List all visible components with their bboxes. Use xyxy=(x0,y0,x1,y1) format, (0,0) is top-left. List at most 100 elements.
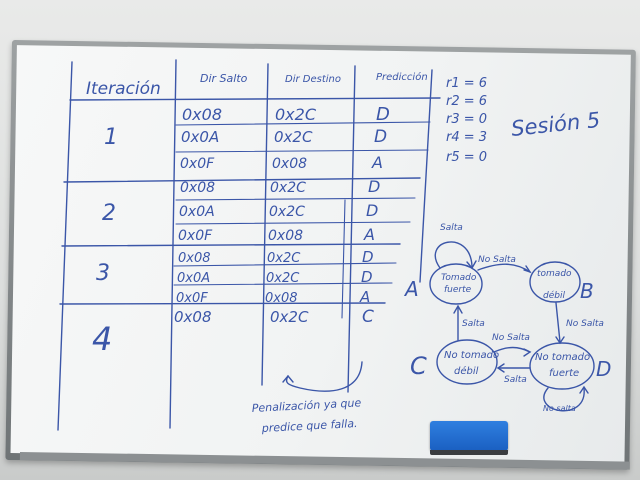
dir-salto-cell: 0x08 xyxy=(174,308,212,326)
dir-salto-cell: 0x0F xyxy=(178,228,213,244)
dir-salto-cell: 0x0A xyxy=(181,128,219,146)
group-line xyxy=(63,177,421,183)
dir-salto-cell: 0x08 xyxy=(180,180,215,196)
row-line xyxy=(175,221,411,225)
iteration-4: 4 xyxy=(92,320,112,358)
prediccion-cell: D xyxy=(366,201,378,220)
loop-d-arrow xyxy=(543,387,585,412)
register-r4: r4 = 3 xyxy=(446,130,487,145)
dir-destino-cell: 0x2C xyxy=(267,251,301,266)
state-a-circle xyxy=(429,263,483,305)
dir-salto-cell: 0x0F xyxy=(176,291,208,306)
iteration-3: 3 xyxy=(96,261,110,286)
group-line xyxy=(61,243,401,247)
prediccion-cell: C xyxy=(362,307,374,327)
state-a-line2: fuerte xyxy=(444,285,472,295)
prediccion-cell: D xyxy=(362,248,374,266)
label-no-salta-bd: No Salta xyxy=(566,319,604,329)
iteration-numbers: 1 2 3 4 xyxy=(92,125,118,358)
state-a-line1: Tomado xyxy=(441,273,477,283)
row-line xyxy=(173,262,397,267)
dir-destino-cell: 0x2C xyxy=(270,308,309,326)
penalty-note: Penalización ya que predice que falla. xyxy=(251,361,363,435)
state-b-line1: tomado xyxy=(537,269,572,279)
label-no-salta-ab: No Salta xyxy=(478,255,516,265)
register-r5: r5 = 0 xyxy=(446,150,487,165)
dir-destino-cell: 0x08 xyxy=(272,156,307,172)
register-r3: r3 = 0 xyxy=(446,112,487,127)
loop-d-arrowhead xyxy=(579,385,589,394)
prediccion-cell: D xyxy=(374,127,387,147)
registers: r1 = 6 r2 = 6 r3 = 0 r4 = 3 r5 = 0 xyxy=(446,76,487,165)
label-no-salta-cd: No Salta xyxy=(492,333,530,343)
dir-salto-cell: 0x08 xyxy=(178,251,211,266)
header-underline xyxy=(69,97,441,101)
label-salta-ca: Salta xyxy=(462,319,485,329)
col-divider-1 xyxy=(169,59,177,429)
iteration-1: 1 xyxy=(104,125,118,150)
arrowhead-c-d xyxy=(523,348,532,357)
register-r2: r2 = 6 xyxy=(446,94,487,109)
state-c-letter: C xyxy=(410,352,427,380)
state-b-circle xyxy=(529,261,581,303)
state-c-circle xyxy=(436,339,498,385)
label-salta-top: Salta xyxy=(440,223,463,233)
row-line xyxy=(175,197,416,201)
dir-salto-cell: 0x08 xyxy=(182,105,222,124)
dir-destino-cell: 0x08 xyxy=(268,228,303,244)
row-line xyxy=(173,282,393,286)
col-divider-2 xyxy=(261,63,269,386)
prediccion-cell: A xyxy=(371,153,383,172)
iteration-2: 2 xyxy=(102,201,116,226)
prediccion-cell: D xyxy=(368,177,380,196)
register-r1: r1 = 6 xyxy=(446,76,487,91)
dir-destino-cell: 0x2C xyxy=(266,271,300,286)
col-divider-3 xyxy=(347,65,356,393)
dir-salto-cell: 0x0A xyxy=(179,204,215,220)
table-headers: Iteración Dir Salto Dir Destino Predicci… xyxy=(86,71,428,99)
eraser xyxy=(430,421,508,455)
dir-salto-cell: 0x0F xyxy=(180,156,215,172)
header-dir-salto: Dir Salto xyxy=(200,72,248,85)
loop-a-arrowhead xyxy=(466,260,477,270)
state-d-circle xyxy=(529,342,595,390)
prediccion-cell: D xyxy=(376,104,390,125)
dir-destino-cell: 0x2C xyxy=(274,128,313,146)
arrow-b-d xyxy=(555,302,561,343)
prediccion-cell: A xyxy=(359,288,370,306)
state-d-letter: D xyxy=(596,357,611,381)
arrowhead-d-c xyxy=(496,363,505,373)
dir-destino-cell: 0x2C xyxy=(270,180,306,196)
dir-salto-cell: 0x0A xyxy=(177,271,210,286)
state-c-line1: No tomado xyxy=(444,350,499,361)
prediccion-cell: A xyxy=(363,225,375,244)
row-line xyxy=(175,149,429,153)
label-no-salta-loop: No salta xyxy=(543,404,576,413)
state-b-letter: B xyxy=(580,279,594,303)
loop-a-arrow xyxy=(434,241,473,269)
state-c-line2: débil xyxy=(454,365,479,377)
header-dir-destino: Dir Destino xyxy=(285,74,341,85)
arrowhead-a-b xyxy=(523,265,532,274)
note-arrowhead xyxy=(282,374,294,383)
state-d-line1: No tomado xyxy=(535,352,590,363)
row-line xyxy=(175,121,431,126)
dir-destino-cell: 0x08 xyxy=(265,291,298,306)
arrowhead-b-d xyxy=(555,336,565,345)
arrowhead-c-a xyxy=(453,304,463,314)
session-title: Sesión 5 xyxy=(510,108,601,141)
group-line xyxy=(59,302,386,305)
table-grid xyxy=(57,59,441,431)
pred-subdivider xyxy=(341,199,346,319)
state-machine: A B C D Tomado fuerte tomado débil No to… xyxy=(403,223,611,413)
table-right-line xyxy=(419,69,433,283)
state-a-letter: A xyxy=(403,277,419,301)
state-b-line2: débil xyxy=(543,290,565,301)
header-iteracion: Iteración xyxy=(86,79,161,99)
note-line-2: predice que falla. xyxy=(260,417,357,435)
note-arrow xyxy=(285,361,363,392)
dir-destino-cell: 0x2C xyxy=(275,105,317,124)
note-line-1: Penalización ya que xyxy=(251,396,361,415)
